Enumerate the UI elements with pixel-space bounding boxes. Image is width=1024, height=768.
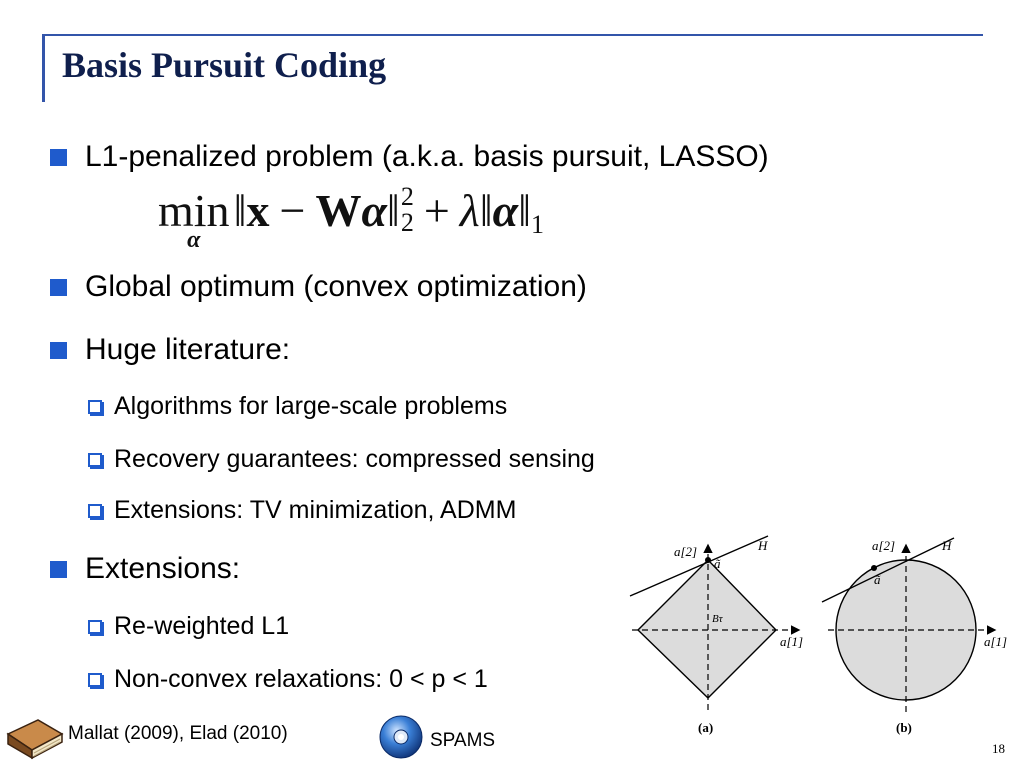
sub-bullet-text: Extensions: TV minimization, ADMM xyxy=(114,496,517,524)
formula-x: x xyxy=(246,185,270,236)
page-number: 18 xyxy=(992,741,1005,756)
left-caption: (a) xyxy=(698,720,713,735)
formula-norm-open: ‖ xyxy=(233,185,247,236)
left-hyperplane-line xyxy=(629,535,769,597)
bullet-extensions: Extensions: xyxy=(50,552,240,586)
bullet-huge-literature: Huge literature: xyxy=(50,333,290,367)
footer-reference: Mallat (2009), Elad (2010) xyxy=(68,723,288,744)
formula-alpha-2: α xyxy=(492,185,519,236)
bullet-text: L1-penalized problem (a.k.a. basis pursu… xyxy=(85,140,769,173)
sub-bullet-text: Recovery guarantees: compressed sensing xyxy=(114,445,595,473)
sub-bullet-reweighted: Re-weighted L1 xyxy=(88,612,289,641)
hollow-square-bullet-icon xyxy=(88,503,102,518)
right-point-label: ã xyxy=(874,572,881,587)
left-point-label: ã xyxy=(714,556,721,571)
hollow-square-bullet-icon xyxy=(88,672,102,687)
left-solution-point xyxy=(705,557,711,563)
sub-bullet-text: Non-convex relaxations: 0 < p < 1 xyxy=(114,665,488,693)
hollow-square-bullet-icon xyxy=(88,452,102,467)
right-hyperplane-line xyxy=(821,537,955,603)
bullet-text: Huge literature: xyxy=(85,333,291,366)
formula-l1-sub: 1 xyxy=(531,210,544,239)
square-bullet-icon xyxy=(50,560,67,578)
footer-spams-label: SPAMS xyxy=(430,730,496,751)
l1-ball-diamond xyxy=(637,559,777,699)
right-y-label: a[2] xyxy=(872,538,895,553)
cd-icon xyxy=(379,715,423,759)
bullet-l1-penalized: L1-penalized problem (a.k.a. basis pursu… xyxy=(50,140,769,174)
left-region-label: Bτ xyxy=(712,613,724,625)
bullet-text: Extensions: xyxy=(85,552,241,585)
lasso-formula: min α ‖ x − W α ‖ 2 2 + λ ‖ α ‖ 1 xyxy=(158,184,544,254)
sub-bullet-text: Algorithms for large-scale problems xyxy=(114,392,508,420)
sub-bullet-recovery: Recovery guarantees: compressed sensing xyxy=(88,445,595,474)
l1-l2-ball-figure: a[2] a[1] H ã Bτ (a) a[2] a[1] H ã (b) xyxy=(629,535,1007,735)
formula-l1-close: ‖ xyxy=(518,185,531,236)
formula-W: W xyxy=(315,185,362,236)
right-x-label: a[1] xyxy=(984,634,1007,649)
formula-lambda: λ xyxy=(459,185,480,236)
sub-bullet-nonconvex: Non-convex relaxations: 0 < p < 1 xyxy=(88,665,488,694)
hollow-square-bullet-icon xyxy=(88,619,102,634)
formula-norm-close: ‖ xyxy=(386,185,400,236)
formula-min: min α xyxy=(158,185,230,253)
square-bullet-icon xyxy=(50,278,67,296)
sub-bullet-extensions-tv: Extensions: TV minimization, ADMM xyxy=(88,496,516,525)
left-y-label: a[2] xyxy=(674,544,697,559)
right-line-label: H xyxy=(941,538,952,553)
formula-plus: + xyxy=(423,185,450,236)
formula-norm-exponents: 2 2 xyxy=(400,182,414,237)
square-bullet-icon xyxy=(50,148,67,166)
bullet-global-optimum: Global optimum (convex optimization) xyxy=(50,270,587,304)
left-line-label: H xyxy=(757,538,768,553)
right-caption: (b) xyxy=(896,720,912,735)
slide-title: Basis Pursuit Coding xyxy=(62,45,387,85)
hollow-square-bullet-icon xyxy=(88,399,102,414)
formula-l1-open: ‖ xyxy=(479,185,493,236)
book-icon xyxy=(6,719,64,760)
right-solution-point xyxy=(871,565,877,571)
bullet-text: Global optimum (convex optimization) xyxy=(85,270,587,303)
sub-bullet-algorithms: Algorithms for large-scale problems xyxy=(88,392,507,421)
square-bullet-icon xyxy=(50,341,67,359)
title-frame xyxy=(42,34,983,102)
sub-bullet-text: Re-weighted L1 xyxy=(114,612,290,640)
formula-minus: − xyxy=(279,185,306,236)
formula-alpha: α xyxy=(361,185,387,236)
left-x-label: a[1] xyxy=(780,634,803,649)
